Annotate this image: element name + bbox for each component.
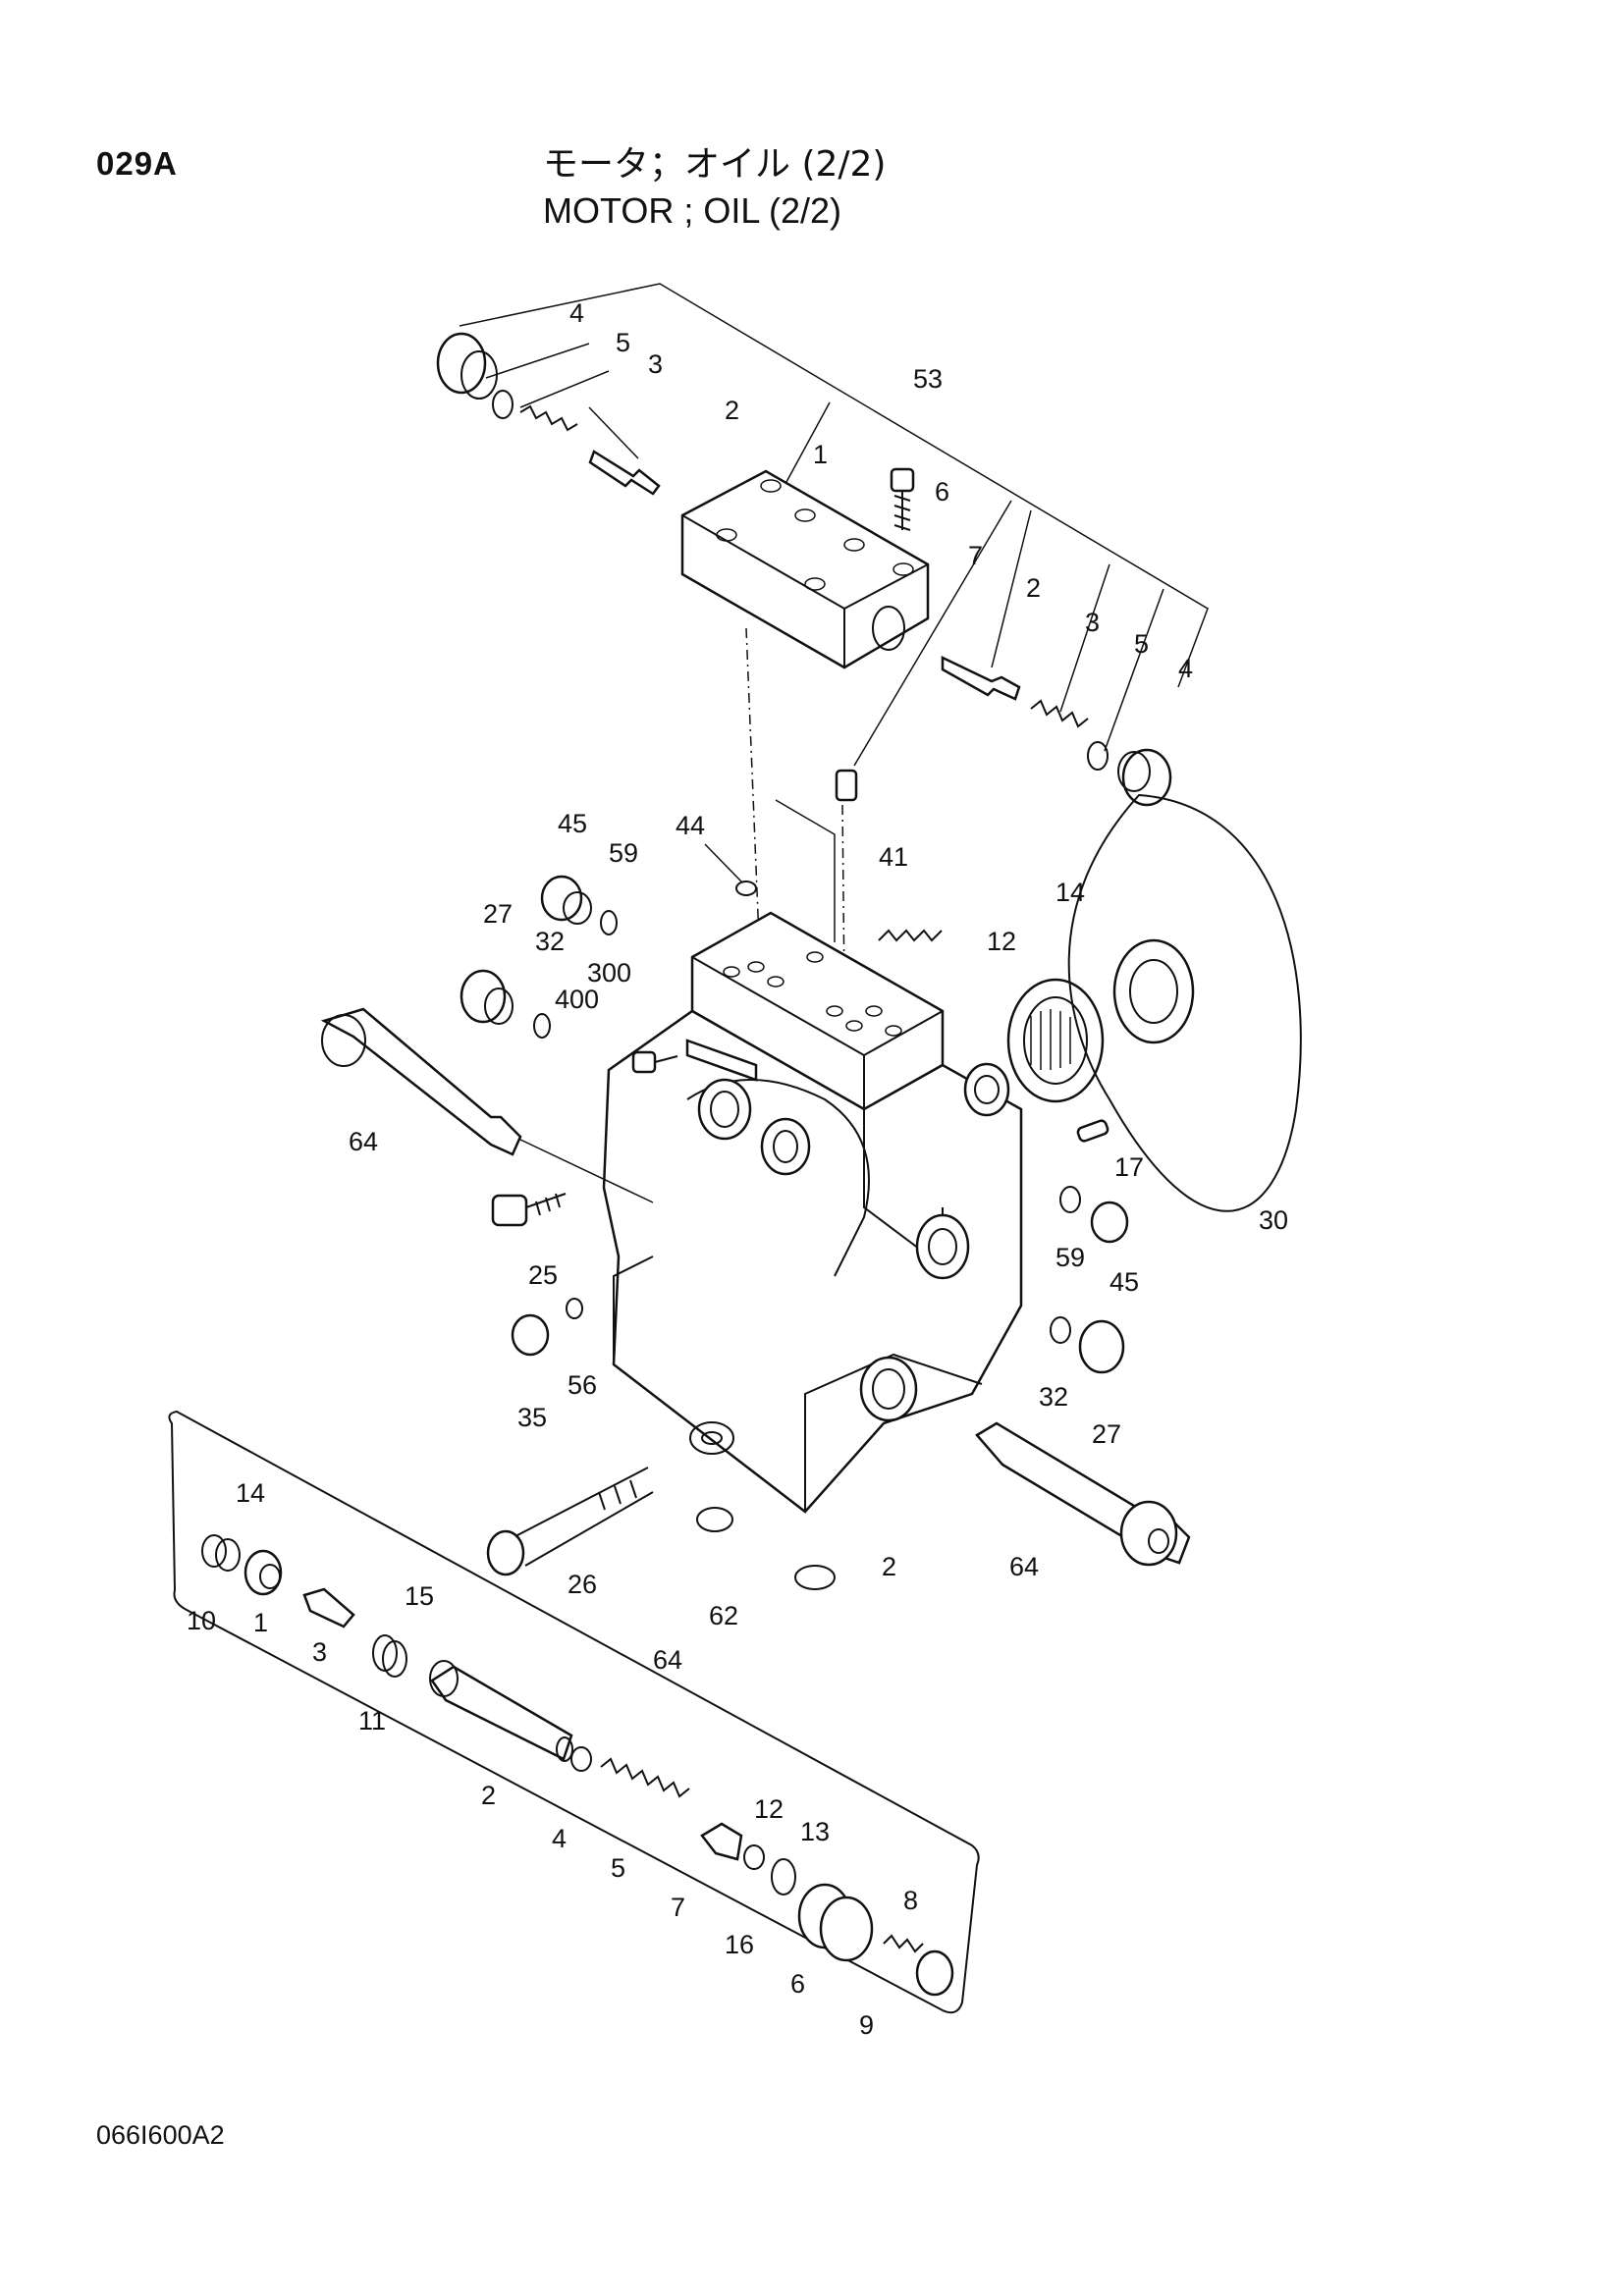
title-japanese: モータ；オイル (2/2) bbox=[543, 144, 887, 185]
callout-label: 59 bbox=[1055, 1243, 1085, 1272]
callout-label: 13 bbox=[800, 1817, 830, 1846]
callout-label: 4 bbox=[552, 1824, 567, 1853]
callout-label: 2 bbox=[725, 396, 739, 425]
callout-label: 2 bbox=[882, 1552, 896, 1581]
callout-label: 3 bbox=[1085, 608, 1100, 637]
callout-label: 1 bbox=[813, 440, 828, 469]
title-english: MOTOR ; OIL (2/2) bbox=[543, 190, 842, 231]
callout-label: 6 bbox=[935, 477, 949, 507]
callout-label: 9 bbox=[859, 2010, 874, 2040]
callout-label: 32 bbox=[535, 927, 565, 956]
callout-label: 400 bbox=[555, 985, 599, 1014]
motor-housing bbox=[602, 627, 1023, 1514]
callout-label: 45 bbox=[558, 809, 587, 838]
callout-label: 8 bbox=[903, 1886, 918, 1915]
callout-label: 1 bbox=[253, 1608, 268, 1637]
relief-valve-exploded bbox=[168, 1410, 980, 2014]
callout-label: 25 bbox=[528, 1260, 558, 1290]
callout-label: 5 bbox=[616, 328, 630, 357]
callout-label: 35 bbox=[517, 1403, 547, 1432]
callout-label: 56 bbox=[568, 1370, 597, 1400]
callout-label: 5 bbox=[611, 1853, 625, 1883]
side-parts bbox=[320, 793, 1302, 1590]
callout-label: 64 bbox=[349, 1127, 378, 1156]
callout-label: 62 bbox=[709, 1601, 738, 1630]
page-code: 029A bbox=[96, 145, 178, 182]
callout-label: 12 bbox=[754, 1794, 784, 1824]
callout-label: 6 bbox=[790, 1969, 805, 1999]
drawing-number: 066I600A2 bbox=[96, 2120, 225, 2150]
callout-label: 53 bbox=[913, 364, 943, 394]
callout-label: 10 bbox=[187, 1606, 216, 1635]
callout-label: 44 bbox=[676, 811, 705, 840]
upper-valve-block bbox=[436, 283, 1209, 807]
callout-label: 41 bbox=[879, 842, 908, 872]
callout-label: 2 bbox=[1026, 573, 1041, 603]
callout-label: 64 bbox=[1009, 1552, 1039, 1581]
callout-label: 15 bbox=[405, 1581, 434, 1611]
callout-label: 17 bbox=[1114, 1152, 1144, 1182]
callout-label: 14 bbox=[1055, 878, 1085, 907]
callout-label: 7 bbox=[968, 541, 983, 570]
callout-label: 27 bbox=[483, 899, 513, 929]
callout-label: 7 bbox=[671, 1893, 685, 1922]
callout-label: 64 bbox=[653, 1645, 682, 1675]
callout-label: 27 bbox=[1092, 1419, 1121, 1449]
callout-label: 300 bbox=[587, 958, 631, 988]
callout-labels: 4 5 3 2 53 1 6 7 2 3 5 4 44 41 45 59 27 … bbox=[187, 298, 1288, 2040]
callout-label: 59 bbox=[609, 838, 638, 868]
callout-label: 5 bbox=[1134, 629, 1149, 659]
callout-label: 11 bbox=[358, 1706, 386, 1735]
callout-label: 4 bbox=[569, 298, 584, 328]
callout-label: 45 bbox=[1109, 1267, 1139, 1297]
callout-label: 12 bbox=[987, 927, 1016, 956]
callout-label: 4 bbox=[1178, 654, 1193, 683]
callout-label: 2 bbox=[481, 1781, 496, 1810]
callout-label: 26 bbox=[568, 1570, 597, 1599]
callout-label: 3 bbox=[648, 349, 663, 379]
callout-label: 16 bbox=[725, 1930, 754, 1959]
callout-label: 14 bbox=[236, 1478, 265, 1508]
callout-label: 3 bbox=[312, 1637, 327, 1667]
callout-label: 30 bbox=[1259, 1205, 1288, 1235]
callout-label: 32 bbox=[1039, 1382, 1068, 1412]
